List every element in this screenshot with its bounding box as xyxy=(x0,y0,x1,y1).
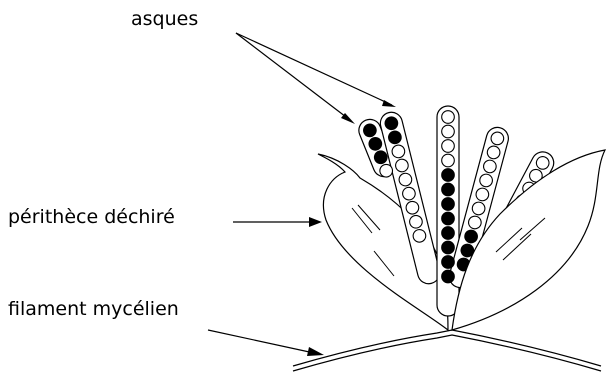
label-filament-mycelien: filament mycélien xyxy=(8,300,179,319)
arrow-perithecium-icon xyxy=(309,217,322,227)
ascospore-filled xyxy=(442,169,455,182)
arrow-filament-icon xyxy=(307,347,324,356)
arrow-asque-2-icon xyxy=(382,100,396,107)
ascospore-filled xyxy=(442,270,455,283)
ascospore-filled xyxy=(442,241,455,254)
ascospore-empty xyxy=(442,140,455,153)
ascospore-filled xyxy=(442,227,455,240)
ascospore-empty xyxy=(442,125,455,138)
mycelial-filament xyxy=(293,330,601,371)
label-asques: asques xyxy=(131,10,198,29)
ascospore-filled xyxy=(442,183,455,196)
ascospore-empty xyxy=(442,111,455,124)
label-perithece-dechire: périthèce déchiré xyxy=(8,208,175,227)
ascospore-filled xyxy=(442,212,455,225)
ascospore-filled xyxy=(442,198,455,211)
ascospore-empty xyxy=(442,154,455,167)
ascospore-filled xyxy=(442,256,455,269)
